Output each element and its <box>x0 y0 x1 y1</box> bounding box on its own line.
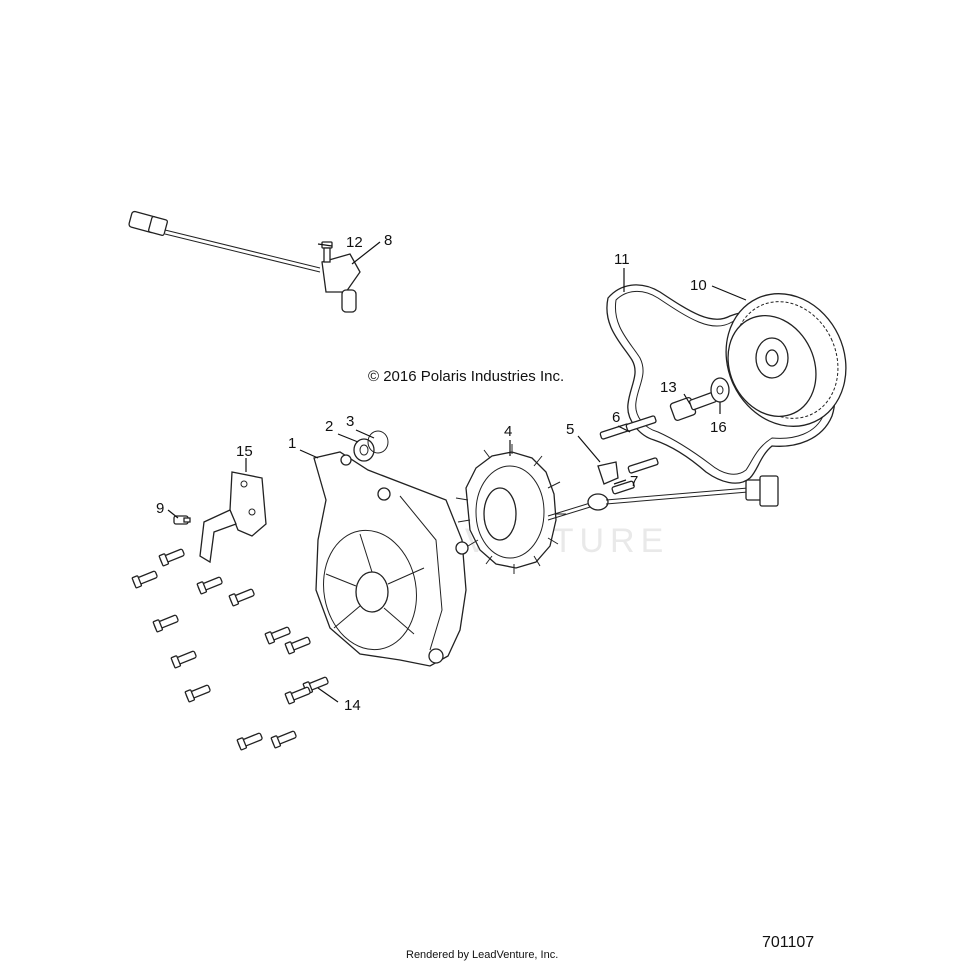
part-2-seal[interactable] <box>353 438 375 462</box>
callout-11: 11 <box>614 251 630 268</box>
part-8-speed-sensor[interactable] <box>128 210 361 313</box>
part-16-washer[interactable] <box>710 377 730 403</box>
callout-16: 16 <box>710 419 727 436</box>
callout-3: 3 <box>346 413 354 430</box>
callout-14: 14 <box>344 697 361 714</box>
part-3-ring[interactable] <box>367 430 389 454</box>
part-4-stator[interactable] <box>455 444 566 574</box>
part-1-stator-cover[interactable] <box>313 451 469 667</box>
callout-5: 5 <box>566 421 574 438</box>
part-5-clamp[interactable] <box>597 461 619 485</box>
callout-7: 7 <box>630 473 638 490</box>
callout-6: 6 <box>612 409 620 426</box>
callout-15: 15 <box>236 443 253 460</box>
footer-text: Rendered by LeadVenture, Inc. <box>406 949 558 961</box>
callout-1: 1 <box>288 435 296 452</box>
callout-4: 4 <box>504 423 512 440</box>
part-14-bolts[interactable] <box>131 547 329 751</box>
part-7-bolts[interactable] <box>611 457 659 495</box>
callout-8: 8 <box>384 232 392 249</box>
callout-9: 9 <box>156 500 164 517</box>
copyright-text: © 2016 Polaris Industries Inc. <box>368 368 564 385</box>
stator-harness[interactable] <box>547 475 779 521</box>
callout-13: 13 <box>660 379 677 396</box>
diagram-number: 701107 <box>762 934 814 951</box>
callout-12: 12 <box>346 234 363 251</box>
part-10-flywheel[interactable] <box>705 274 868 446</box>
leader-lines <box>167 241 747 703</box>
callout-10: 10 <box>690 277 707 294</box>
part-15-bracket[interactable] <box>199 471 267 564</box>
callout-2: 2 <box>325 418 333 435</box>
